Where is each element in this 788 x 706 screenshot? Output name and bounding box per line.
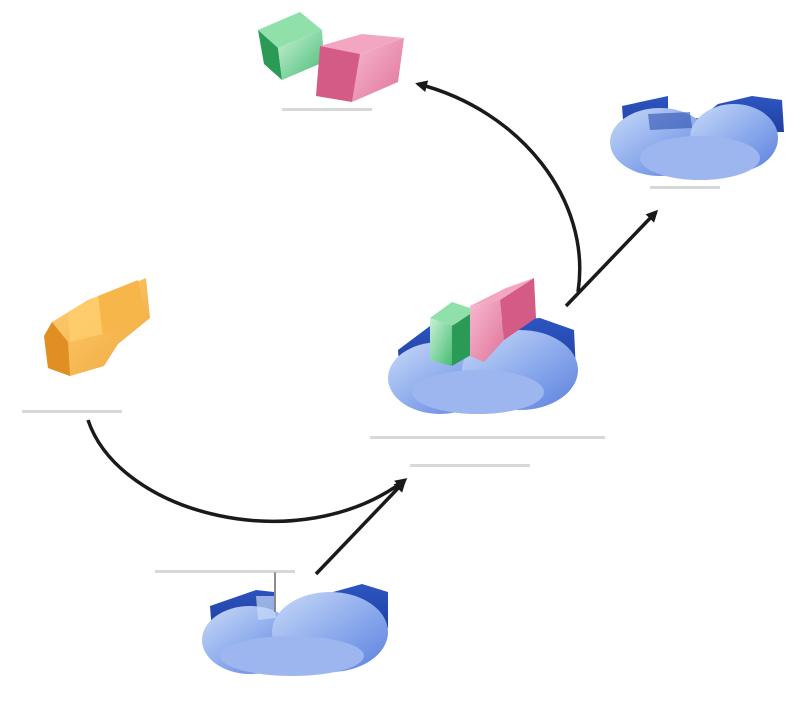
faint-label-enzyme-released (650, 186, 720, 189)
faint-label-complex-line2 (410, 464, 530, 467)
enzyme-with-active-site-icon (202, 572, 388, 676)
arrow-complex-to-products (415, 80, 582, 293)
orange-substrate-block-icon (44, 278, 150, 376)
enzyme-released-icon (610, 96, 784, 180)
arrow-enzyme-to-complex (314, 479, 407, 576)
arrow-substrate-to-complex (86, 419, 408, 523)
faint-label-substrate (22, 410, 122, 413)
enzyme-bound-complex-icon (388, 278, 578, 414)
faint-label-active-site (155, 570, 295, 573)
arrow-complex-to-enzyme (564, 209, 659, 308)
faint-label-complex-line1 (370, 436, 605, 439)
faint-label-products (282, 108, 372, 111)
product-cubes-icon (258, 12, 404, 102)
